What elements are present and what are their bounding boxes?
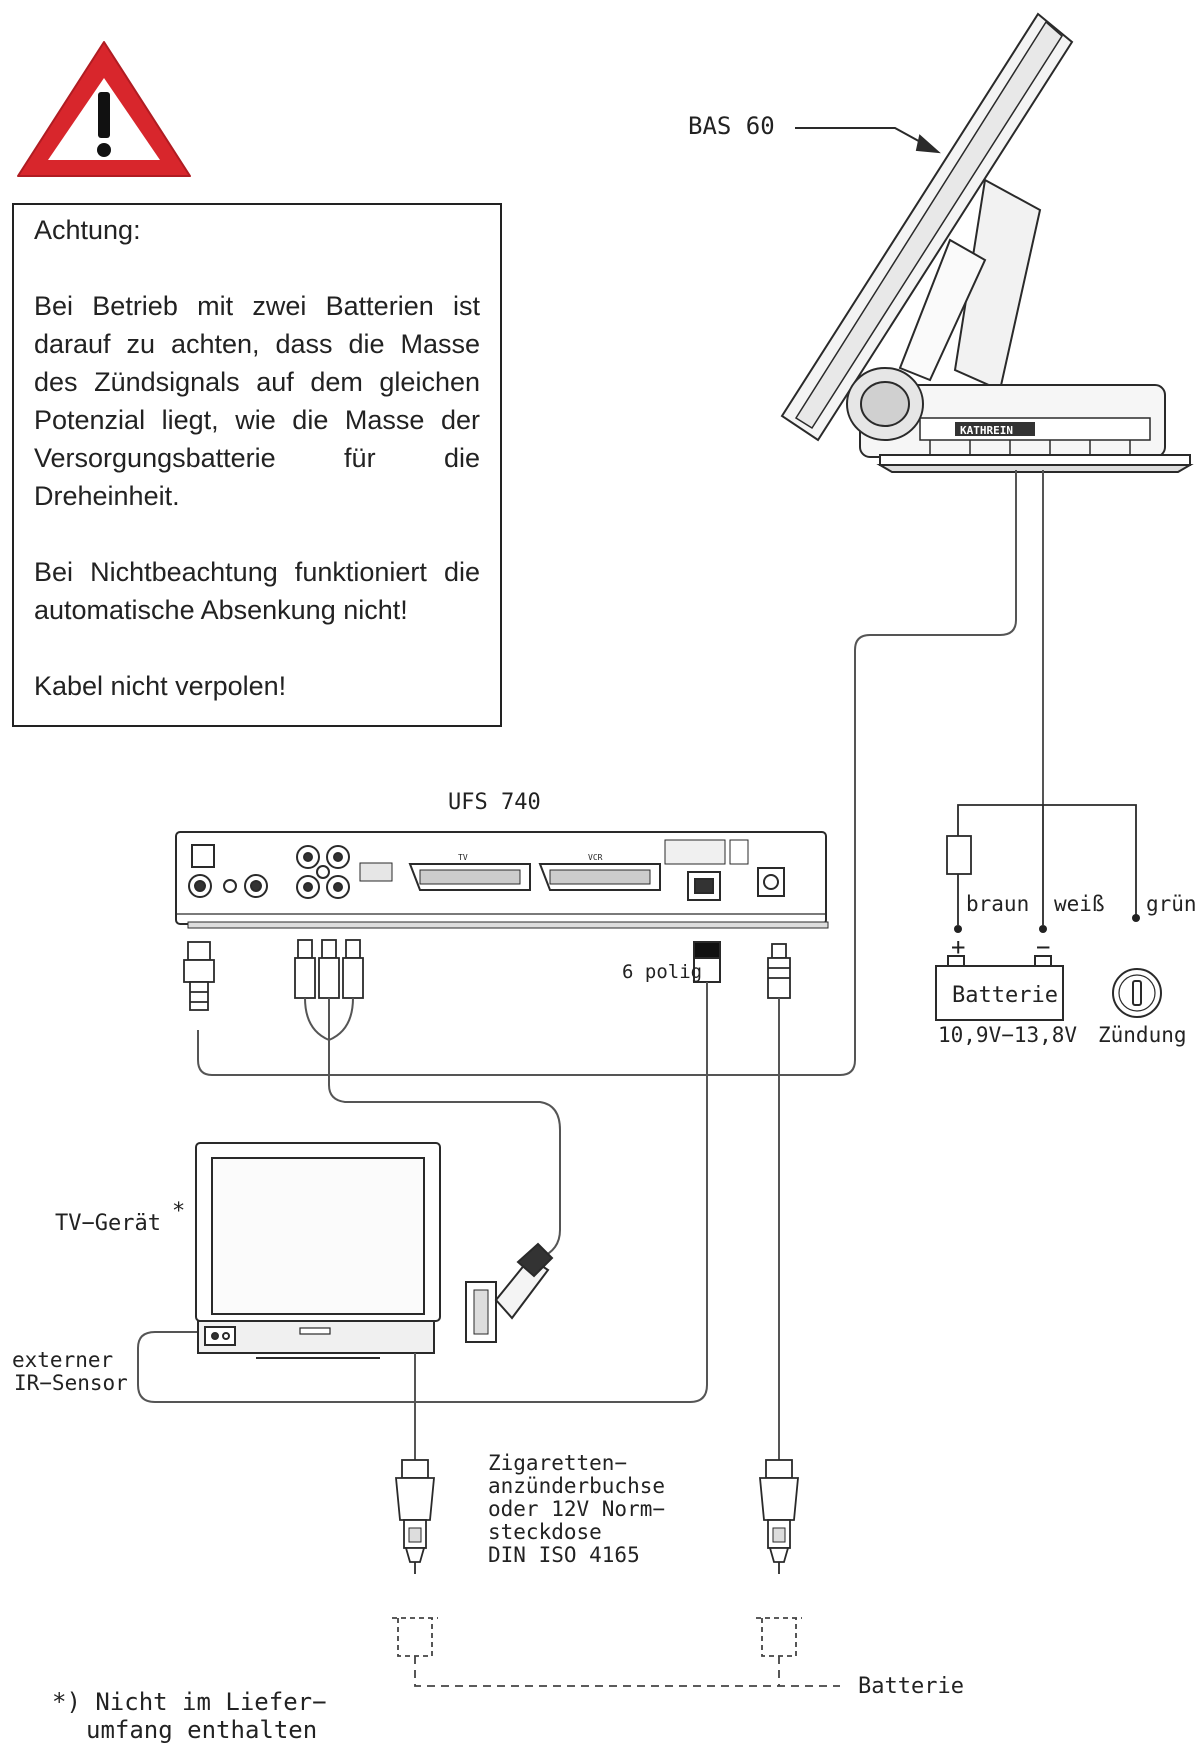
- socket-left-icon: [392, 1617, 438, 1657]
- battery-range-label: 10,9V−13,8V: [938, 1023, 1077, 1047]
- antenna-brand-label: KATHREIN: [960, 424, 1013, 437]
- socket-label-2: anzünderbuchse: [488, 1474, 665, 1498]
- power-plug-icon: [767, 943, 791, 999]
- footnote: *) Nicht im Liefer− umfang enthalten: [52, 1688, 327, 1744]
- cigarette-plug-right-icon: [759, 1459, 799, 1574]
- warning-triangle-icon: [17, 41, 191, 177]
- battery-dashed-line: [414, 1656, 840, 1687]
- footnote-line-2: umfang enthalten: [86, 1716, 318, 1744]
- tv-label: TV−Gerät: [55, 1211, 161, 1236]
- warning-paragraph-1: Bei Betrieb mit zwei Batterien ist darau…: [34, 291, 480, 511]
- receiver-label: UFS 740: [448, 790, 541, 815]
- rca-cable: [304, 997, 561, 1259]
- battery-icon: [935, 955, 1064, 1021]
- cigarette-plug-left-icon: [395, 1459, 435, 1574]
- warning-paragraph-3: Kabel nicht verpolen!: [34, 671, 287, 701]
- ignition-icon: [1112, 968, 1162, 1018]
- ir-sensor-label-2: IR−Sensor: [14, 1371, 128, 1395]
- power-wiring: [946, 804, 1137, 925]
- warning-paragraph-2: Bei Nichtbeachtung funktioniert die auto…: [34, 557, 480, 625]
- battery-label: Batterie: [952, 983, 1058, 1008]
- warning-box: Achtung: Bei Betrieb mit zwei Batterien …: [12, 203, 502, 727]
- warning-title: Achtung:: [34, 215, 141, 245]
- footnote-line-1: *) Nicht im Liefer−: [52, 1688, 327, 1716]
- tv-set-icon: [195, 1142, 441, 1359]
- wire-terminals: [954, 914, 1140, 933]
- tv-star: *: [172, 1199, 185, 1224]
- six-pin-cable: [137, 982, 708, 1403]
- rca-plugs-icon: [294, 939, 364, 999]
- wire-green-label: grün: [1146, 892, 1197, 916]
- six-pin-label: 6 polig: [622, 961, 702, 983]
- wire-white-label: weiß: [1054, 892, 1105, 916]
- socket-label-4: steckdose: [488, 1520, 602, 1544]
- socket-right-icon: [756, 1617, 802, 1657]
- antenna-unit: [780, 12, 1194, 473]
- plus-label: +: [951, 933, 965, 961]
- ir-sensor-label-1: externer: [12, 1348, 113, 1372]
- antenna-label: BAS 60: [688, 112, 775, 140]
- antenna-pointer-arrow: [795, 127, 941, 154]
- battery-bottom-label: Batterie: [858, 1674, 964, 1699]
- socket-label-5: DIN ISO 4165: [488, 1543, 640, 1567]
- scart-vcr-label: VCR: [588, 853, 603, 862]
- socket-label-1: Zigaretten−: [488, 1451, 627, 1475]
- scart-plug-icon: [465, 1242, 554, 1343]
- antenna-cables: [197, 470, 1044, 1076]
- minus-label: −: [1036, 933, 1050, 961]
- receiver-unit: [175, 831, 829, 929]
- wire-brown-label: braun: [966, 892, 1029, 916]
- scart-tv-label: TV: [458, 853, 468, 862]
- coax-plug-icon: [183, 941, 215, 1011]
- socket-label-3: oder 12V Norm−: [488, 1497, 665, 1521]
- ignition-label: Zündung: [1098, 1023, 1187, 1047]
